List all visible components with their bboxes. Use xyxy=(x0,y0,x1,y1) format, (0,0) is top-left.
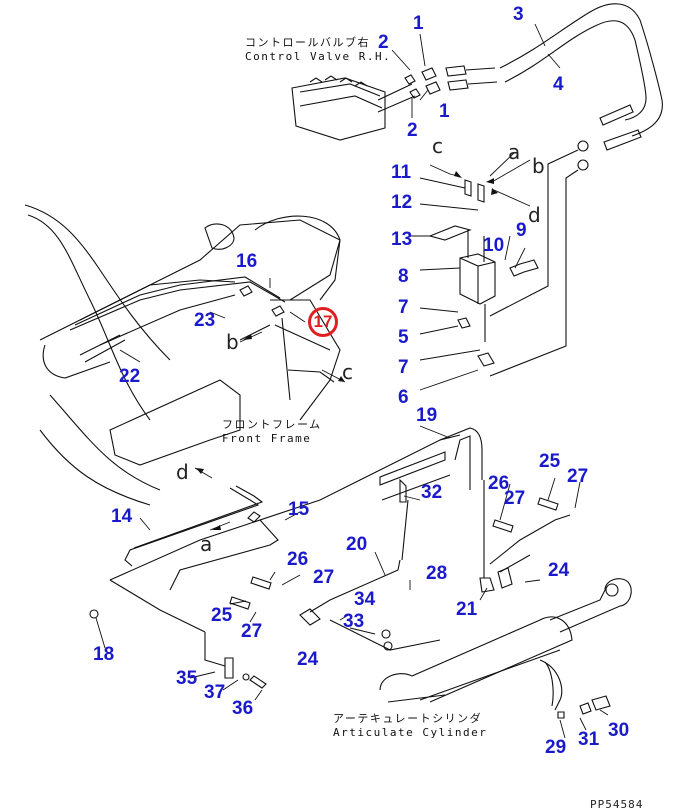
drawing-code: PP54584 xyxy=(590,798,644,811)
connection-letter-a: a xyxy=(200,532,213,556)
connection-letter-c: c xyxy=(432,134,443,158)
part-label[interactable]: 30 xyxy=(608,720,630,741)
part-label[interactable]: 1 xyxy=(413,13,424,34)
part-label[interactable]: 31 xyxy=(578,729,600,750)
part-label[interactable]: 4 xyxy=(553,74,564,95)
arrow-heads xyxy=(196,171,498,530)
part-label[interactable]: 14 xyxy=(111,506,133,527)
articulate-cylinder-caption-jp: アーテキュレートシリンダ xyxy=(333,712,483,725)
control-valve-caption: コントロールバルブ右 Control Valve R.H. xyxy=(245,36,391,64)
tubes-14-15-drawing xyxy=(109,434,461,667)
part-label[interactable]: 16 xyxy=(236,251,258,272)
front-frame-caption-en: Front Frame xyxy=(222,431,312,445)
articulate-cylinder-caption: アーテキュレートシリンダ Articulate Cylinder xyxy=(333,712,487,740)
control-valve-caption-jp: コントロールバルブ右 xyxy=(245,36,370,49)
part-label[interactable]: 27 xyxy=(504,488,526,509)
part-label[interactable]: 24 xyxy=(548,560,570,581)
connection-letter-a: a xyxy=(508,140,521,164)
part-label[interactable]: 27 xyxy=(313,567,335,588)
part-label[interactable]: 12 xyxy=(391,192,413,213)
part-label[interactable]: 15 xyxy=(288,499,310,520)
highlighted-part-17[interactable]: 17 xyxy=(308,307,338,337)
part-label[interactable]: 26 xyxy=(287,549,309,570)
connection-letter-b: b xyxy=(226,330,239,354)
part-label[interactable]: 19 xyxy=(416,405,438,426)
front-frame-caption-jp: フロントフレーム xyxy=(222,418,322,431)
valve-block-8-drawing xyxy=(428,179,539,367)
part-label[interactable]: 32 xyxy=(421,482,443,503)
hose-3-4-drawing xyxy=(421,3,663,377)
highlighted-part-number: 17 xyxy=(313,312,333,331)
part-label[interactable]: 11 xyxy=(391,162,412,183)
part-label[interactable]: 27 xyxy=(567,466,589,487)
part-label[interactable]: 7 xyxy=(398,357,409,378)
part-label[interactable]: 35 xyxy=(176,668,198,689)
leader-lines xyxy=(95,23,609,739)
hoses-19-20-32-drawing xyxy=(299,427,483,651)
control-valve-caption-en: Control Valve R.H. xyxy=(245,49,392,63)
part-label[interactable]: 34 xyxy=(354,589,376,610)
part-label[interactable]: 20 xyxy=(346,534,368,555)
part-label[interactable]: 29 xyxy=(545,737,567,758)
part-label[interactable]: 36 xyxy=(232,698,254,719)
part-label[interactable]: 3 xyxy=(513,4,524,25)
fitting-21-drawing xyxy=(479,480,571,593)
part-label[interactable]: 9 xyxy=(516,220,527,241)
part-label[interactable]: 7 xyxy=(398,297,409,318)
part-label[interactable]: 25 xyxy=(539,451,561,472)
front-frame-caption: フロントフレーム Front Frame xyxy=(222,418,322,446)
connection-letter-d: d xyxy=(176,460,189,484)
part-label[interactable]: 2 xyxy=(378,32,389,53)
connection-letter-c: c xyxy=(342,360,353,384)
control-valve-drawing xyxy=(291,74,421,141)
part-label[interactable]: 28 xyxy=(426,563,448,584)
part-label[interactable]: 22 xyxy=(119,366,141,387)
part-label[interactable]: 24 xyxy=(297,649,319,670)
part-label[interactable]: 25 xyxy=(211,605,233,626)
bolts-drawing xyxy=(89,497,559,689)
connection-letter-b: b xyxy=(532,154,545,178)
articulate-cylinder-drawing xyxy=(379,578,632,719)
part-label[interactable]: 21 xyxy=(456,599,478,620)
part-label[interactable]: 2 xyxy=(407,120,418,141)
part-label[interactable]: 5 xyxy=(398,327,409,348)
part-label[interactable]: 10 xyxy=(483,235,505,256)
part-label[interactable]: 1 xyxy=(439,101,450,122)
part-label[interactable]: 33 xyxy=(343,611,365,632)
part-label[interactable]: 6 xyxy=(398,387,409,408)
part-label[interactable]: 18 xyxy=(93,644,115,665)
part-label[interactable]: 37 xyxy=(204,682,226,703)
part-label[interactable]: 8 xyxy=(398,266,409,287)
part-label[interactable]: 27 xyxy=(241,621,263,642)
part-label[interactable]: 26 xyxy=(488,473,510,494)
part-label[interactable]: 13 xyxy=(391,229,413,250)
front-frame-drawing xyxy=(24,204,341,506)
connection-letter-d: d xyxy=(528,203,541,227)
articulate-cylinder-caption-en: Articulate Cylinder xyxy=(333,725,488,739)
tubes-16-22-23-drawing xyxy=(69,276,335,401)
part-label[interactable]: 23 xyxy=(194,310,216,331)
